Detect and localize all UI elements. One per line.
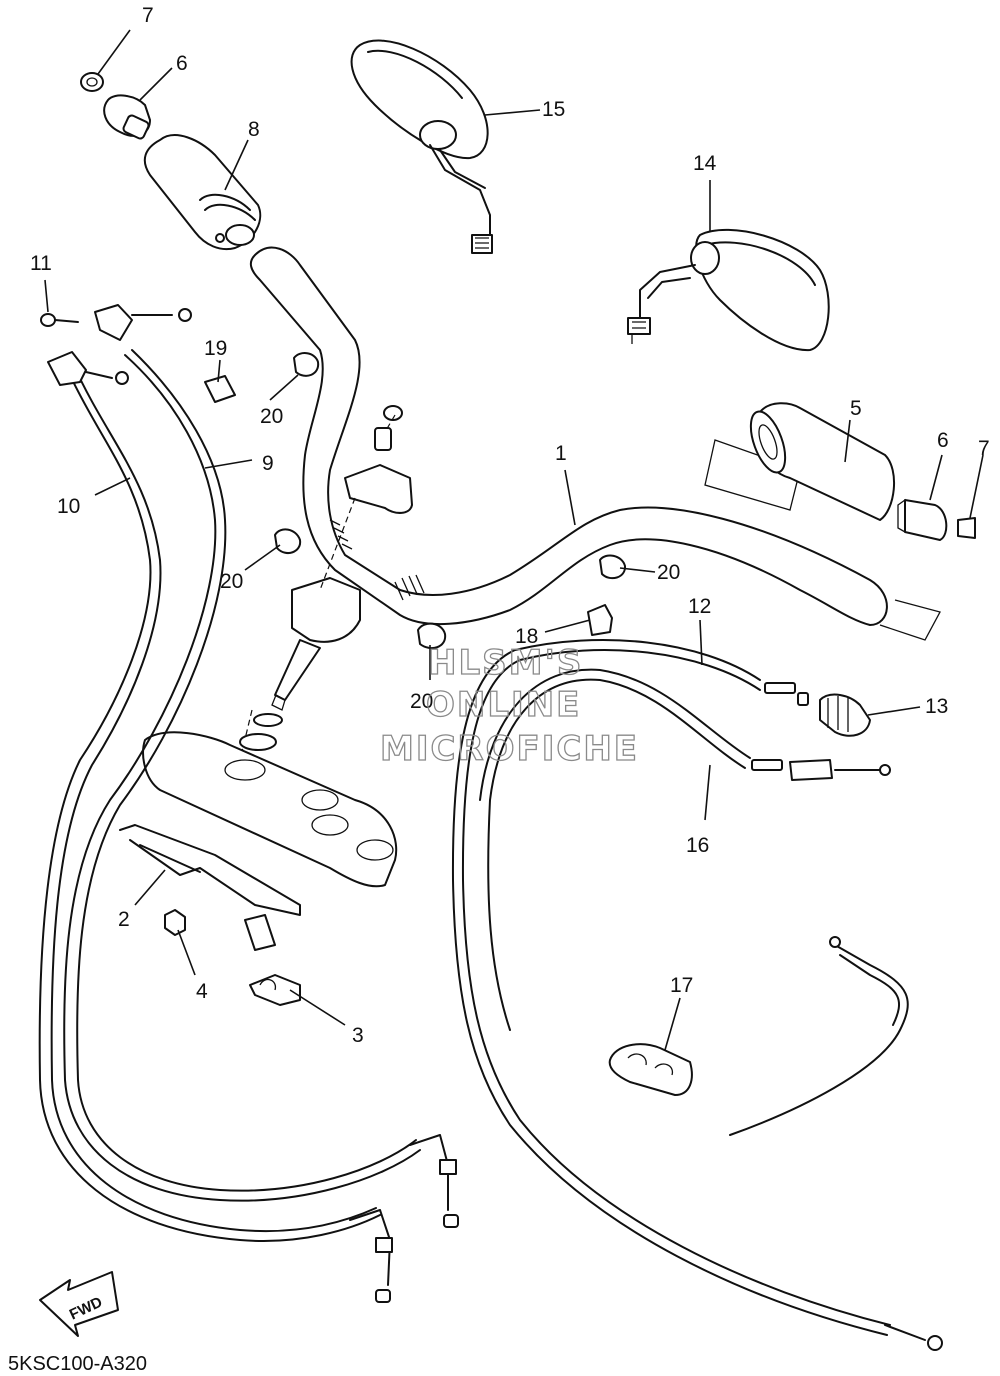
watermark-line2: ONLINE (426, 685, 581, 725)
bar-end-weight-right (897, 498, 948, 541)
clip-20c (599, 554, 626, 580)
bolt-11 (40, 313, 79, 327)
bar-end-cap-left (80, 72, 104, 92)
adjuster-13 (819, 693, 871, 737)
callout-12: 12 (688, 595, 711, 618)
clip-20d (417, 622, 447, 650)
callout-5: 5 (850, 397, 862, 420)
callout-numbers: 7 6 8 15 14 11 19 20 9 10 1 5 6 7 20 20 … (30, 4, 990, 1047)
callout-20b: 20 (220, 570, 243, 593)
callout-6b: 6 (937, 429, 949, 452)
callout-3: 3 (352, 1024, 364, 1047)
callout-9: 9 (262, 452, 274, 475)
callout-10: 10 (57, 495, 80, 518)
callout-7a: 7 (142, 4, 154, 27)
watermark-line1: HLSM'S (428, 643, 583, 683)
callout-20c: 20 (657, 561, 680, 584)
cable-12 (461, 649, 891, 1326)
cable-16 (487, 678, 746, 1031)
callout-13: 13 (925, 695, 948, 718)
cable-holder-17 (608, 1043, 693, 1096)
fwd-arrow: FWD (39, 1271, 119, 1337)
mirror-right (627, 228, 830, 352)
handlebar (249, 246, 941, 641)
callout-20a: 20 (260, 405, 283, 428)
bar-end-weight-left (103, 94, 151, 140)
grip-left (143, 134, 262, 251)
callout-8: 8 (248, 118, 260, 141)
callout-1: 1 (555, 442, 567, 465)
callout-20d: 20 (410, 690, 433, 713)
callout-2: 2 (118, 908, 130, 931)
mirror-left (350, 39, 493, 254)
handlebar-holder-upper (344, 405, 413, 514)
callout-16: 16 (686, 834, 709, 857)
callout-6a: 6 (176, 52, 188, 75)
clamp-19 (204, 375, 236, 403)
callout-18: 18 (515, 625, 538, 648)
handlebar-holder-lower (271, 577, 361, 711)
leader-lines (44, 29, 984, 1051)
callout-14: 14 (693, 152, 717, 175)
callout-11: 11 (30, 252, 52, 275)
holder-washers (239, 713, 283, 751)
throttle-cable-9 (63, 354, 421, 1202)
diagram-code: 5KSC100-A320 (8, 1353, 147, 1375)
callout-17: 17 (670, 974, 693, 997)
cable-clamp-3 (244, 914, 301, 1006)
clip-20b (274, 528, 302, 555)
upper-bracket (142, 731, 398, 888)
grip-right (704, 402, 896, 521)
callout-15: 15 (542, 98, 565, 121)
watermark: HLSM'S ONLINE MICROFICHE (379, 642, 639, 769)
bracket-nut (164, 909, 186, 936)
callout-7b: 7 (978, 437, 990, 460)
callout-19: 19 (204, 337, 227, 360)
cable-bracket (119, 824, 301, 916)
callout-4: 4 (196, 980, 208, 1003)
clamp-18 (587, 604, 613, 636)
bar-end-cap-right (957, 517, 976, 539)
watermark-line3: MICROFICHE (380, 729, 639, 769)
throttle-cable-10 (38, 374, 381, 1242)
clip-20a (293, 352, 320, 377)
